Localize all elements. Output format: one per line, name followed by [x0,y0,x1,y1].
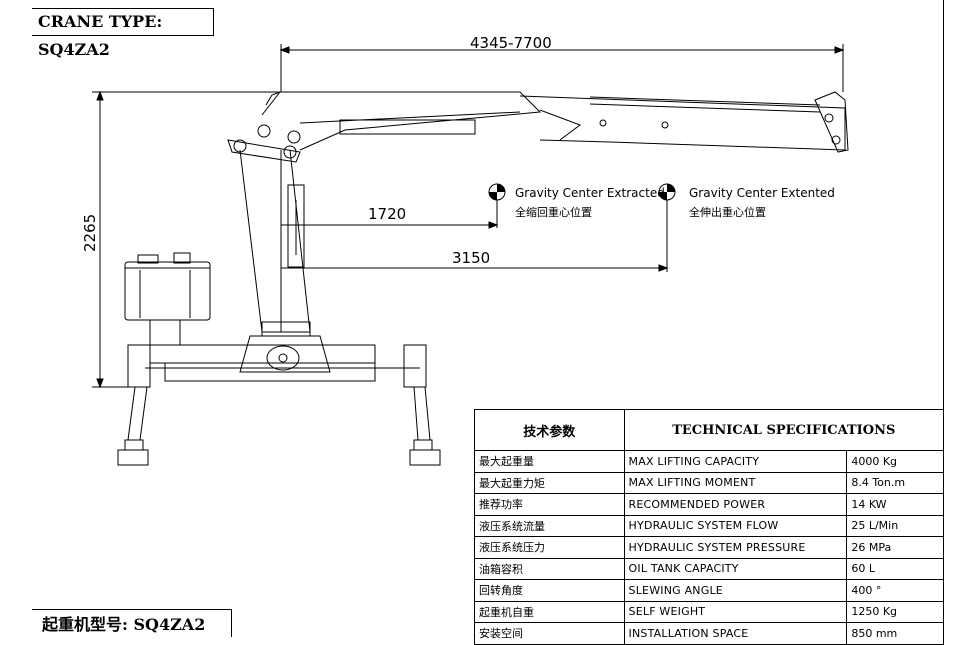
spec-header-row: 技术参数 TECHNICAL SPECIFICATIONS [474,409,945,451]
spec-cn: 油箱容积 [474,557,625,580]
spec-cn: 推荐功率 [474,493,625,516]
spec-table: 技术参数 TECHNICAL SPECIFICATIONS 最大起重量 MAX … [474,409,945,645]
legend-extented-en: Gravity Center Extented [689,186,835,200]
spec-value: 850 mm [846,622,944,645]
spec-row: 液压系统压力 HYDRAULIC SYSTEM PRESSURE 26 MPa [474,536,944,559]
spec-cn: 液压系统压力 [474,536,625,559]
spec-value: 26 MPa [846,536,944,559]
spec-row: 最大起重力矩 MAX LIFTING MOMENT 8.4 Ton.m [474,471,944,494]
spec-row: 推荐功率 RECOMMENDED POWER 14 KW [474,493,944,516]
spec-en: MAX LIFTING MOMENT [623,471,848,494]
spec-en: MAX LIFTING CAPACITY [623,450,848,473]
title-box-border [32,8,214,9]
spec-value: 1250 Kg [846,600,944,623]
spec-en: HYDRAULIC SYSTEM FLOW [623,514,848,537]
spec-value: 14 KW [846,493,944,516]
gravity-center-extented-symbol [658,183,676,201]
spec-en: OIL TANK CAPACITY [623,557,848,580]
crane-type-title: CRANE TYPE: SQ4ZA2 [32,8,214,59]
spec-row: 起重机自重 SELF WEIGHT 1250 Kg [474,600,944,623]
spec-en: SELF WEIGHT [623,600,848,623]
gravity-center-extracted-symbol [488,183,506,201]
spec-cn: 液压系统流量 [474,514,625,537]
span-dimension: 4345-7700 [470,34,552,52]
spec-value: 400 ° [846,579,944,602]
gc-extracted-dimension: 1720 [368,205,406,223]
spec-header-en: TECHNICAL SPECIFICATIONS [623,409,945,451]
spec-en: RECOMMENDED POWER [623,493,848,516]
legend-extented-cn: 全伸出重心位置 [689,205,766,219]
spec-cn: 安装空间 [474,622,625,645]
spec-value: 4000 Kg [846,450,944,473]
spec-value: 60 L [846,557,944,580]
spec-header-cn: 技术参数 [474,409,625,451]
gc-extented-dimension: 3150 [452,249,490,267]
frame-border [943,0,944,637]
spec-cn: 最大起重力矩 [474,471,625,494]
spec-cn: 起重机自重 [474,600,625,623]
spec-value: 8.4 Ton.m [846,471,944,494]
spec-value: 25 L/Min [846,514,944,537]
spec-en: HYDRAULIC SYSTEM PRESSURE [623,536,848,559]
spec-row: 回转角度 SLEWING ANGLE 400 ° [474,579,944,602]
spec-row: 液压系统流量 HYDRAULIC SYSTEM FLOW 25 L/Min [474,514,944,537]
spec-cn: 回转角度 [474,579,625,602]
spec-en: INSTALLATION SPACE [623,622,848,645]
spec-row: 最大起重量 MAX LIFTING CAPACITY 4000 Kg [474,450,944,473]
spec-row: 安装空间 INSTALLATION SPACE 850 mm [474,622,944,645]
model-label-cn: 起重机型号: SQ4ZA2 [32,609,232,637]
spec-en: SLEWING ANGLE [623,579,848,602]
spec-row: 油箱容积 OIL TANK CAPACITY 60 L [474,557,944,580]
spec-cn: 最大起重量 [474,450,625,473]
legend-extracted-en: Gravity Center Extracted [515,186,665,200]
legend-extracted-cn: 全缩回重心位置 [515,205,592,219]
height-dimension: 2265 [81,214,99,252]
